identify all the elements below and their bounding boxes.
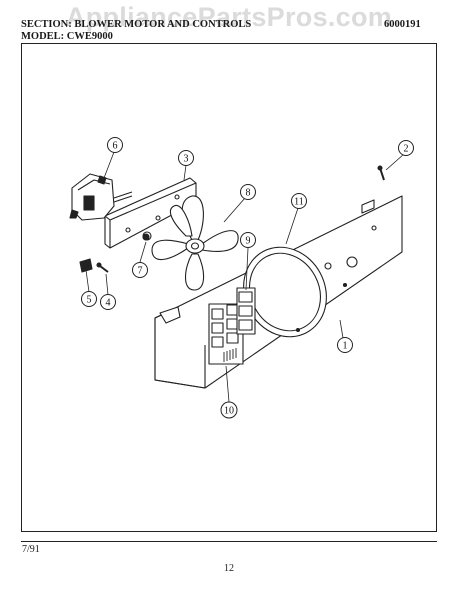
callout-6: 6 (107, 137, 123, 153)
svg-text:6: 6 (113, 141, 118, 152)
svg-text:5: 5 (87, 295, 92, 306)
svg-text:2: 2 (404, 144, 409, 155)
callout-1: 1 (337, 337, 353, 353)
callout-7: 7 (132, 262, 148, 278)
callout-2: 2 (398, 140, 414, 156)
nut-drawing (142, 233, 150, 241)
callout-4: 4 (100, 294, 116, 310)
watermark-text: AppliancePartsPros.com (65, 2, 393, 32)
svg-text:9: 9 (246, 236, 251, 247)
footer-divider (21, 541, 437, 542)
svg-text:4: 4 (106, 298, 111, 309)
model-label: MODEL: CWE9000 (21, 31, 113, 42)
section-title: SECTION: BLOWER MOTOR AND CONTROLS (21, 19, 252, 30)
screw-2-drawing (377, 165, 385, 181)
svg-text:11: 11 (294, 197, 304, 208)
svg-text:7: 7 (138, 266, 143, 277)
part-number: 6000191 (384, 19, 421, 30)
blower-motor-drawing (69, 173, 133, 221)
svg-text:1: 1 (343, 341, 348, 352)
leader-lines (85, 151, 405, 403)
svg-text:3: 3 (184, 154, 189, 165)
fan-blade-drawing (151, 195, 239, 291)
mounting-bracket-drawing (104, 177, 197, 249)
callout-9: 9 (240, 232, 256, 248)
callout-11: 11 (291, 193, 307, 209)
svg-text:10: 10 (224, 406, 234, 417)
clip-drawing (79, 258, 93, 273)
callout-10: 10 (220, 401, 238, 419)
callout-5: 5 (81, 291, 97, 307)
callout-8: 8 (240, 184, 256, 200)
switch-block-drawing (208, 287, 256, 365)
revision-date: 7/91 (22, 544, 40, 555)
screw-drawing (96, 262, 109, 273)
svg-text:8: 8 (246, 188, 251, 199)
page-number: 12 (224, 563, 234, 574)
callout-3: 3 (178, 150, 194, 166)
diagram-frame (21, 43, 437, 532)
